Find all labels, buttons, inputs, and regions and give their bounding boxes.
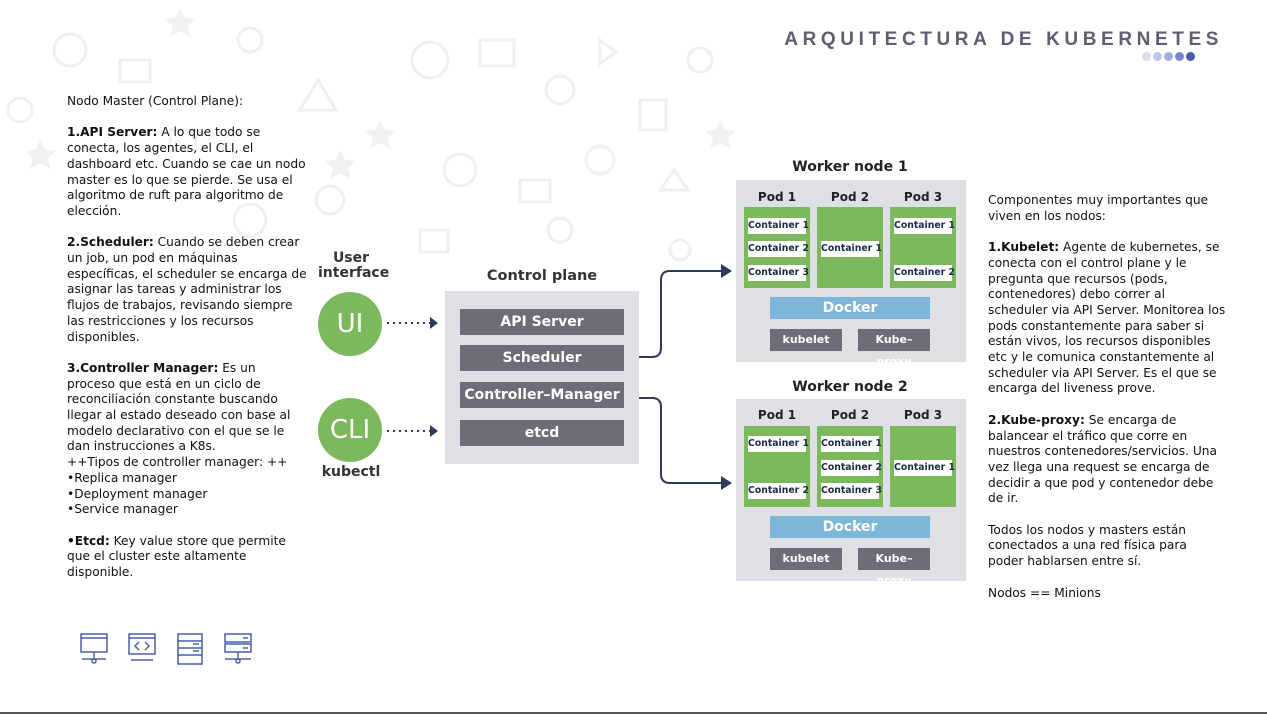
cm-item-service: •Service manager <box>67 502 178 517</box>
kubelet-paragraph: 1.Kubelet: Agente de kubernetes, se cone… <box>988 240 1226 397</box>
kubectl-label: kubectl <box>321 464 381 480</box>
etcd-title: •Etcd: <box>67 533 110 548</box>
dot-4 <box>1175 52 1184 61</box>
etcd-paragraph: •Etcd: Key value store que permite que e… <box>67 534 307 581</box>
w1-pod1-label: Pod 1 <box>757 190 797 204</box>
w2-pod3-label: Pod 3 <box>903 408 943 422</box>
w2-pod2-container: Container 2 <box>821 460 882 476</box>
controller-manager-title: 3.Controller Manager: <box>67 360 219 375</box>
w2-kubelet: kubelet <box>770 548 842 570</box>
cm-types: ++Tipos de controller manager: ++ <box>67 455 288 470</box>
master-intro: Nodo Master (Control Plane): <box>67 94 244 108</box>
etcd-body: Key value store que permite que el clust… <box>67 533 286 580</box>
control-plane-title: Control plane <box>486 268 598 284</box>
api-server-paragraph: 1.API Server: A lo que todo se conecta, … <box>67 125 307 219</box>
components-intro: Componentes muy importantes que viven en… <box>988 193 1209 223</box>
cli-circle: CLI <box>318 398 382 462</box>
page-title: ARQUITECTURA DE KUBERNETES <box>784 29 1223 50</box>
w2-pod3-container: Container 1 <box>894 460 955 476</box>
code-window-icon <box>128 633 156 661</box>
api-server-body: A lo que todo se conecta, los agentes, e… <box>67 125 306 218</box>
user-interface-label: User interface <box>318 250 389 281</box>
dot-2 <box>1153 52 1162 61</box>
kubelet-body: Agente de kubernetes, se conecta con el … <box>988 240 1226 396</box>
scheduler-body: Cuando se deben crear un job, un pod en … <box>67 235 307 344</box>
master-node-description: Nodo Master (Control Plane): 1.API Serve… <box>67 94 307 596</box>
bottom-divider <box>0 712 1267 714</box>
w1-kubelet: kubelet <box>770 329 842 351</box>
cm-item-deployment: •Deployment manager <box>67 486 208 501</box>
w1-pod1-container: Container 3 <box>748 265 809 281</box>
w2-pod1-container: Container 1 <box>748 436 809 452</box>
cm-item-replica: •Replica manager <box>67 470 177 485</box>
server-rack-icon <box>177 633 203 665</box>
kube-proxy-title: 2.Kube-proxy: <box>988 412 1085 427</box>
w1-pod1-container: Container 1 <box>748 218 809 234</box>
w1-kube-proxy: Kube–proxy <box>858 329 930 368</box>
w2-docker: Docker <box>770 516 930 538</box>
network-paragraph: Todos los nodos y masters están conectad… <box>988 522 1187 569</box>
w1-docker: Docker <box>770 297 930 319</box>
w2-pod1-container: Container 2 <box>748 483 809 499</box>
w1-pod3-container: Container 2 <box>894 265 955 281</box>
scheduler-paragraph: 2.Scheduler: Cuando se deben crear un jo… <box>67 235 307 345</box>
etcd-box: etcd <box>460 420 624 446</box>
kube-proxy-paragraph: 2.Kube-proxy: Se encarga de balancear el… <box>988 413 1226 507</box>
kubelet-title: 1.Kubelet: <box>988 240 1060 255</box>
scheduler-box: Scheduler <box>460 345 624 371</box>
dot-1 <box>1142 52 1151 61</box>
w1-pod2-container: Container 1 <box>821 241 882 257</box>
controller-manager-box: Controller–Manager <box>460 382 624 408</box>
w1-pod1-container: Container 2 <box>748 241 809 257</box>
node-components-description: Componentes muy importantes que viven en… <box>988 193 1226 617</box>
w2-pod2-label: Pod 2 <box>830 408 870 422</box>
w2-kube-proxy: Kube–proxy <box>858 548 930 587</box>
controller-manager-body: Es un proceso que está en un ciclo de re… <box>67 360 291 454</box>
w2-pod2-container: Container 1 <box>821 436 882 452</box>
w2-pod2-container: Container 3 <box>821 483 882 499</box>
w2-pod1-label: Pod 1 <box>757 408 797 422</box>
progress-dots <box>1142 52 1195 61</box>
worker-node-2-title: Worker node 2 <box>792 379 908 395</box>
user-interface-label-line2: interface <box>318 265 390 281</box>
w1-pod2-label: Pod 2 <box>830 190 870 204</box>
kube-proxy-body: Se encarga de balancear el tráfico que c… <box>988 412 1217 506</box>
server-network-icon <box>224 633 252 664</box>
footer-icons <box>79 632 253 666</box>
scheduler-title: 2.Scheduler: <box>67 235 154 250</box>
w1-pod3-container: Container 1 <box>894 218 955 234</box>
dot-5 <box>1186 52 1195 61</box>
minions-paragraph: Nodos == Minions <box>988 585 1101 600</box>
w1-pod3-label: Pod 3 <box>903 190 943 204</box>
api-server-title: 1.API Server: <box>67 125 158 140</box>
controller-manager-paragraph: 3.Controller Manager: Es un proceso que … <box>67 361 307 518</box>
user-interface-label-line1: User <box>332 250 370 266</box>
ui-circle: UI <box>318 292 382 356</box>
worker-node-1-title: Worker node 1 <box>792 159 908 175</box>
monitor-network-icon <box>80 633 108 664</box>
api-server-box: API Server <box>460 309 624 335</box>
dot-3 <box>1164 52 1173 61</box>
